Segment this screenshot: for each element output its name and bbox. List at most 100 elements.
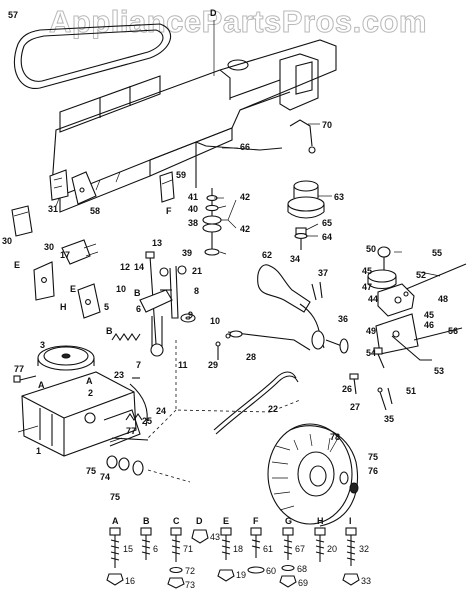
pulley-3[interactable]: [37, 345, 95, 371]
callout-3: 3: [40, 340, 45, 350]
hw-letter-H: H: [317, 516, 324, 526]
link-24[interactable]: [129, 377, 148, 427]
callout-42-b: 42: [240, 224, 250, 234]
bolt-H[interactable]: [314, 527, 326, 562]
knob-50[interactable]: [377, 246, 391, 272]
bolt-E[interactable]: [217, 527, 235, 582]
callout-54: 54: [366, 348, 376, 358]
callout-E: E: [14, 260, 20, 270]
bracket-17[interactable]: [33, 261, 55, 301]
hw-nut-E: 19: [236, 570, 246, 580]
callout-38: 38: [188, 218, 198, 228]
link-70[interactable]: [289, 119, 316, 154]
callout-13: 13: [152, 238, 162, 248]
callout-24: 24: [156, 406, 166, 416]
bolt-C[interactable]: [167, 527, 185, 589]
callout-1: 1: [36, 446, 41, 456]
callout-10-a: 10: [116, 284, 126, 294]
callout-76: 76: [368, 466, 378, 476]
hw-washer-C: 72: [185, 566, 195, 576]
bracket-31[interactable]: [49, 169, 69, 201]
callout-B: B: [134, 288, 141, 298]
callout-25: 25: [142, 416, 152, 426]
clip-30-right[interactable]: [61, 239, 99, 265]
hw-nut-A: 16: [125, 576, 135, 586]
callout-30-b: 30: [44, 242, 54, 252]
bolt-A[interactable]: [106, 527, 124, 586]
pivot-arm-7[interactable]: [139, 265, 179, 357]
callout-2: 2: [88, 388, 93, 398]
hw-bolt-I: 32: [359, 544, 369, 554]
bracket-58[interactable]: [71, 171, 97, 205]
bolt-I[interactable]: [342, 527, 360, 586]
bracket-49-53[interactable]: [375, 313, 432, 361]
callout-14: 14: [134, 262, 144, 272]
leader-lines: [17, 20, 441, 453]
hw-bolt-A: 15: [123, 544, 133, 554]
bolt-54[interactable]: [373, 347, 385, 369]
bolt-B[interactable]: [140, 527, 152, 560]
spring-10[interactable]: [111, 333, 141, 341]
callout-51: 51: [406, 386, 416, 396]
hw-nut-C: 73: [185, 580, 195, 590]
bracket-59[interactable]: [159, 171, 175, 203]
callout-49: 49: [366, 326, 376, 336]
callout-E-2: E: [70, 284, 76, 294]
bolt-64-65[interactable]: [294, 227, 308, 250]
plate-47[interactable]: [367, 269, 397, 290]
transaxle-1[interactable]: [21, 371, 149, 457]
tie-rod-28[interactable]: [225, 330, 311, 351]
callout-39: 39: [182, 248, 192, 258]
hw-letter-A: A: [112, 516, 119, 526]
assembly-leader-line: [145, 340, 301, 483]
belt-57[interactable]: [13, 23, 172, 89]
callout-46: 46: [424, 320, 434, 330]
hw-letter-I: I: [349, 516, 352, 526]
screw-35[interactable]: [377, 387, 393, 411]
callout-H: H: [60, 302, 67, 312]
rod-66[interactable]: [195, 141, 283, 188]
tire-78[interactable]: [267, 423, 358, 527]
hw-washer-G: 68: [297, 564, 307, 574]
pin-29[interactable]: [215, 341, 221, 360]
callout-56: 56: [448, 326, 458, 336]
callout-41: 41: [188, 192, 198, 202]
pin-21[interactable]: [177, 265, 187, 275]
callout-74: 74: [100, 472, 110, 482]
bushing-37[interactable]: [311, 281, 323, 301]
callout-30-a: 30: [2, 236, 12, 246]
bolt-F[interactable]: [247, 527, 265, 574]
callout-57: 57: [8, 10, 18, 20]
bracket-48-44[interactable]: [377, 283, 415, 317]
washer-stack-74-75[interactable]: [106, 455, 144, 476]
hw-bolt-E: 18: [233, 544, 243, 554]
hw-bolt-C: 71: [183, 544, 193, 554]
drag-link-22[interactable]: [213, 371, 299, 435]
callout-75-b: 75: [110, 492, 120, 502]
callout-55: 55: [432, 248, 442, 258]
pulley-63[interactable]: [287, 180, 325, 219]
hub-washers[interactable]: [339, 471, 359, 494]
spring-25[interactable]: [125, 413, 143, 421]
callout-26: 26: [342, 384, 352, 394]
nut-D[interactable]: [191, 529, 209, 544]
hw-nut-F: 60: [266, 566, 276, 576]
bolt-77[interactable]: [13, 375, 37, 383]
screw-26-27[interactable]: [349, 373, 359, 395]
rod-56[interactable]: [413, 327, 463, 341]
hw-letter-D: D: [196, 516, 203, 526]
hw-nut-I: 33: [361, 576, 371, 586]
callout-40: 40: [188, 204, 198, 214]
spindle-34[interactable]: [299, 303, 349, 354]
callout-labels: 57 D 70 66 59 F 41 40 42 38 42 39 63 65 …: [2, 8, 458, 502]
control-rod-13[interactable]: [145, 251, 172, 345]
clip-30-left[interactable]: [11, 205, 33, 237]
callout-21: 21: [192, 266, 202, 276]
steering-arm-62[interactable]: [257, 264, 311, 313]
washer-9[interactable]: [180, 313, 196, 323]
callout-F: F: [166, 206, 172, 216]
bolt-G[interactable]: [279, 527, 297, 588]
bracket-5[interactable]: [77, 283, 101, 319]
callout-77-a: 77: [14, 364, 24, 374]
